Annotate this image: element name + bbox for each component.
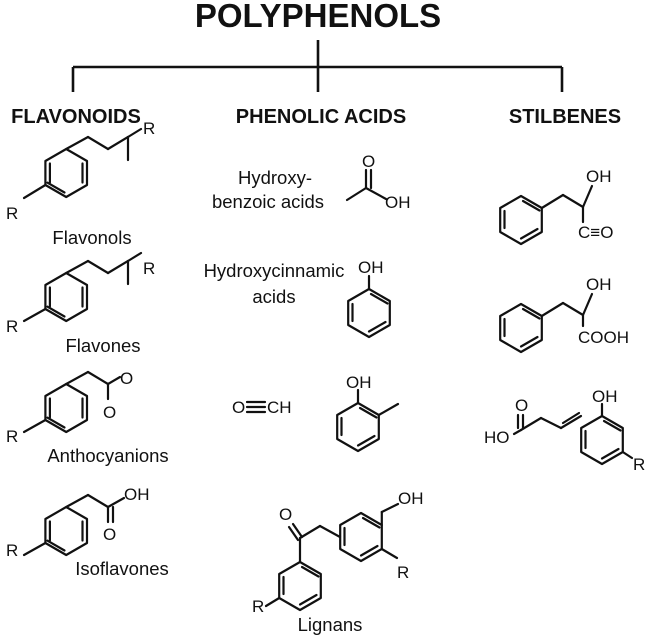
atom-label: R	[143, 119, 155, 138]
atom-label: CH	[267, 398, 292, 417]
atom-label: O	[103, 525, 116, 544]
atom-label: R	[397, 563, 409, 582]
stilbene-carboxylic-structure: OH COOH	[499, 275, 629, 354]
stilbene-aldehyde-structure: OH C≡O	[499, 167, 613, 246]
atom-label: OH	[385, 193, 411, 212]
label-flavones: Flavones	[65, 335, 140, 356]
heading-stilbenes: STILBENES	[509, 106, 621, 128]
flavonols-structure: R R	[6, 119, 155, 223]
atom-label: O	[362, 152, 375, 171]
flavones-structure: R R	[6, 251, 155, 336]
stilbene-acid-structure: O HO OH R	[484, 387, 645, 474]
atom-label: O	[103, 403, 116, 422]
atom-label: O	[515, 396, 528, 415]
atom-label: COOH	[578, 328, 629, 347]
diagram-title: POLYPHENOLS	[195, 0, 441, 34]
label-anthocyanions: Anthocyanions	[47, 445, 168, 466]
label-hydroxycinnamic-line1: Hydroxycinnamic	[204, 260, 345, 281]
atom-label: OH	[586, 275, 612, 294]
hydroxycinnamic-acid-structure: OH	[347, 258, 391, 339]
label-isoflavones: Isoflavones	[75, 558, 169, 579]
atom-label: O	[279, 505, 292, 524]
atom-label: C≡O	[578, 223, 613, 242]
atom-label: R	[143, 259, 155, 278]
label-hydroxybenzoic-line1: Hydroxy-	[238, 167, 312, 188]
methylphenol-structure: O CH OH	[232, 373, 400, 453]
atom-label: O	[120, 369, 133, 388]
label-hydroxycinnamic-line2: acids	[252, 286, 295, 307]
atom-label: R	[252, 597, 264, 616]
label-hydroxybenzoic-line2: benzoic acids	[212, 191, 324, 212]
lignans-structure: O R OH R	[252, 489, 424, 616]
atom-label: OH	[358, 258, 384, 277]
atom-label: OH	[586, 167, 612, 186]
anthocyanions-structure: O O R	[6, 369, 133, 446]
atom-label: O	[232, 398, 245, 417]
label-lignans: Lignans	[298, 614, 363, 635]
atom-label: HO	[484, 428, 510, 447]
atom-label: OH	[398, 489, 424, 508]
atom-label: R	[6, 204, 18, 223]
label-flavonols: Flavonols	[52, 227, 131, 248]
heading-flavonoids: FLAVONOIDS	[11, 106, 141, 128]
atom-label: OH	[346, 373, 372, 392]
hierarchy-tree	[71, 40, 564, 92]
isoflavones-structure: OH O R	[6, 485, 150, 560]
atom-label: R	[633, 455, 645, 474]
atom-label: R	[6, 541, 18, 560]
atom-label: R	[6, 317, 18, 336]
hydroxybenzoic-acid-structure: O OH	[345, 152, 411, 212]
atom-label: OH	[124, 485, 150, 504]
heading-phenolic-acids: PHENOLIC ACIDS	[236, 106, 406, 128]
atom-label: R	[6, 427, 18, 446]
atom-label: OH	[592, 387, 618, 406]
